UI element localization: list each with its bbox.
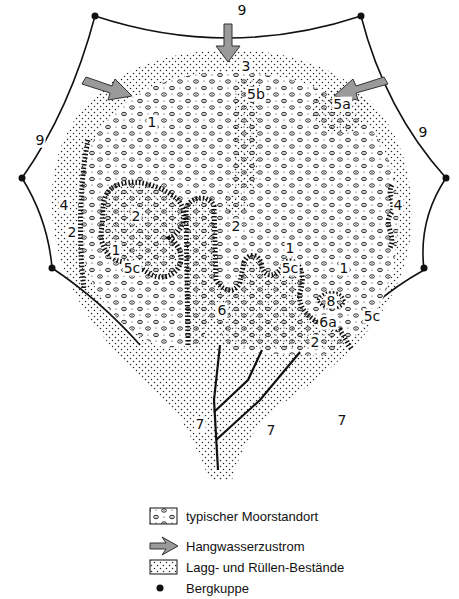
callout-number: 5a — [332, 97, 352, 112]
callout-number: 2 — [67, 225, 78, 240]
legend-sample — [150, 560, 177, 574]
legend-text: Hangwasserzustrom — [186, 539, 305, 554]
patch-5a — [311, 90, 370, 134]
inflow-arrow — [82, 24, 388, 100]
lagg-border-right — [388, 185, 393, 248]
callout-number: 1 — [339, 261, 350, 276]
legend-text: Lagg- und Rüllen-Bestände — [186, 560, 344, 575]
callout-number: 2 — [310, 335, 321, 350]
callout-number: 9 — [237, 3, 248, 18]
callout-number: 5c — [123, 261, 142, 276]
callout-number: 2 — [231, 219, 242, 234]
callout-number: 1 — [111, 243, 122, 258]
bog-area — [78, 72, 398, 356]
callout-number: 4 — [393, 198, 404, 213]
legend-text: Bergkuppe — [186, 581, 249, 596]
callout-number: 5c — [281, 261, 300, 276]
legend-sample — [150, 508, 177, 524]
lagg-area — [52, 50, 412, 480]
callout-number: 1 — [147, 115, 158, 130]
lobe-2 — [101, 182, 184, 277]
stream — [214, 345, 300, 470]
lagg-border-left — [81, 140, 88, 290]
callout-number: 2 — [131, 209, 142, 224]
callout-number: 5c — [363, 309, 382, 324]
legend-sample — [150, 537, 178, 555]
callout-number: 7 — [195, 417, 206, 432]
callout-number: 6a — [318, 315, 338, 330]
center-patch — [226, 192, 248, 215]
callout-number: 8 — [326, 294, 337, 309]
legend-sample — [157, 585, 164, 592]
callout-number: 6 — [217, 303, 228, 318]
callout-number: 9 — [418, 125, 429, 140]
callout-number: 3 — [241, 59, 252, 74]
legend-samples — [150, 508, 178, 592]
lobe-8 — [318, 293, 344, 309]
callout-number: 5b — [246, 87, 266, 102]
channel-6 — [186, 198, 352, 350]
callout-number: 9 — [35, 133, 46, 148]
callout-number: 7 — [337, 413, 348, 428]
legend-text: typischer Moorstandort — [186, 509, 318, 524]
callout-number: 4 — [59, 198, 70, 213]
callout-number: 7 — [266, 423, 277, 438]
callout-number: 1 — [285, 241, 296, 256]
